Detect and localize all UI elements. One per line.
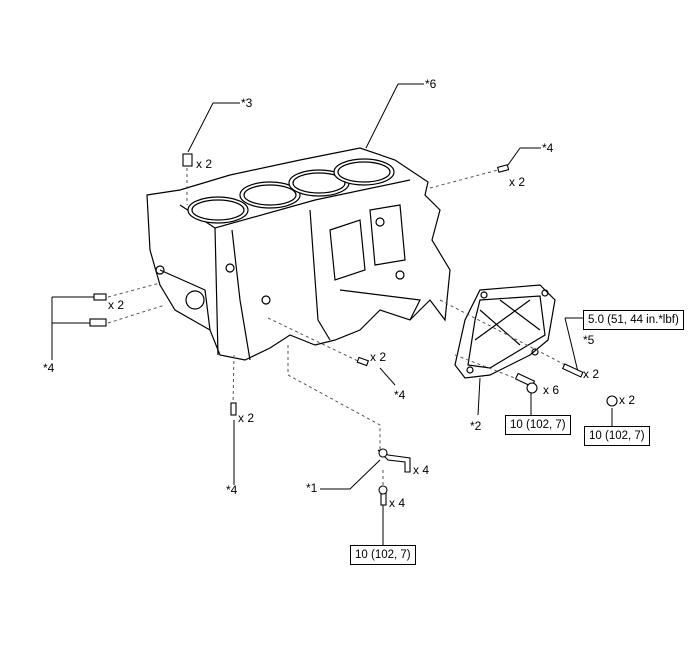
- pin-left-2: [89, 318, 107, 327]
- knock-pin-top: [182, 153, 193, 167]
- callout-4-mid: *4: [394, 388, 406, 402]
- qty-stud-right: x 2: [583, 367, 600, 381]
- callout-5: *5: [583, 333, 595, 347]
- cylinder-block: [146, 147, 451, 361]
- pin-left-1: [93, 293, 107, 301]
- stud-top-right: [496, 164, 510, 173]
- callout-1: *1: [306, 481, 318, 495]
- qty-pin-top: x 2: [196, 157, 213, 171]
- callout-6: *6: [425, 77, 437, 91]
- callout-4-top: *4: [542, 141, 554, 155]
- callout-2: *2: [470, 419, 482, 433]
- qty-stud-top: x 2: [509, 175, 526, 189]
- qty-plate-bolt: x 6: [543, 383, 560, 397]
- qty-pin-mid: x 2: [370, 350, 387, 364]
- pin-mid: [356, 356, 370, 367]
- torque-sensor-bolt: 10 (102, 7): [350, 545, 416, 565]
- qty-pin-bottom: x 2: [238, 411, 255, 425]
- qty-sensor: x 4: [413, 463, 430, 477]
- torque-stud: 5.0 (51, 44 in.*lbf): [583, 310, 684, 330]
- cover-plate: [454, 284, 556, 379]
- qty-nut: x 2: [619, 393, 636, 407]
- torque-nut: 10 (102, 7): [584, 426, 650, 446]
- torque-plate-bolt: 10 (102, 7): [505, 415, 571, 435]
- stud-right: [561, 363, 584, 378]
- nut: [606, 395, 618, 407]
- callout-4-left: *4: [43, 361, 55, 375]
- callout-4-bottom: *4: [226, 483, 238, 497]
- callout-3: *3: [241, 96, 253, 110]
- parts: [89, 153, 618, 506]
- qty-sensor-bolt: x 4: [389, 496, 406, 510]
- pin-bottom: [230, 402, 237, 416]
- qty-pins-left: x 2: [108, 298, 125, 312]
